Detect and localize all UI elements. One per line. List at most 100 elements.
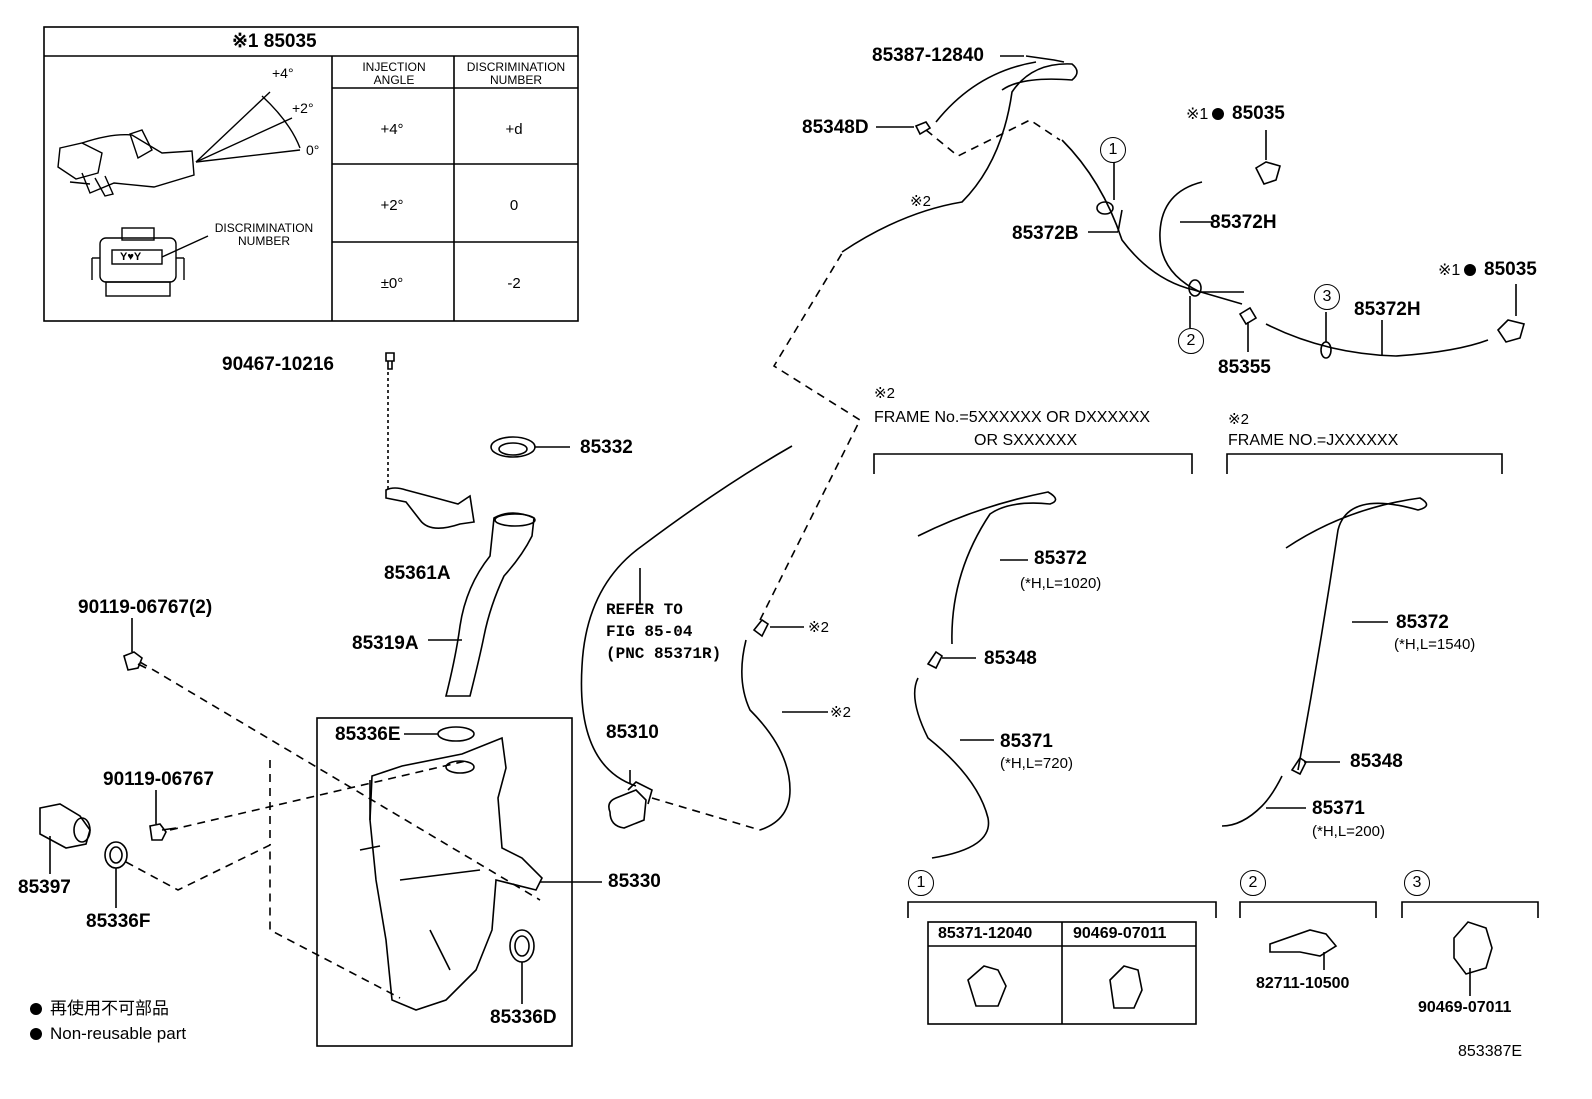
label-85371-12040: 85371-12040: [938, 925, 1033, 942]
circle-marker-3-top: 3: [1314, 284, 1340, 310]
clip-90469-a-shape: [1109, 965, 1143, 1009]
note-ref2-frame-a: ※2: [874, 385, 895, 402]
nonreusable-dot-a: [1212, 108, 1224, 120]
frame-a-line2: OR SXXXXXX: [974, 432, 1078, 449]
joint-85355-shape: [1238, 306, 1258, 326]
inset-title: ※1 85035: [232, 31, 317, 52]
hose-a-85371: [913, 677, 990, 859]
label-85397: 85397: [18, 877, 71, 898]
bracket-frame-b: [1226, 453, 1503, 474]
inset-frame: [43, 26, 579, 322]
note-ref2-b: ※2: [830, 704, 851, 721]
tank-frame: [316, 717, 573, 1047]
label-85336F: 85336F: [86, 911, 151, 932]
note-refer-fig: FIG 85-04: [606, 623, 693, 641]
legend-en: Non-reusable part: [30, 1025, 186, 1042]
frame-a-line1: FRAME No.=5XXXXXX OR DXXXXXX: [874, 409, 1151, 426]
hose-85372H-b-shape: [1265, 323, 1489, 357]
label-85035-a-text: 85035: [1232, 103, 1285, 124]
note-ref2-c: ※2: [910, 193, 931, 210]
len-85372-frame-a: (*H,L=1020): [1020, 575, 1102, 592]
discrimination-label: DISCRIMINATION NUMBER: [214, 221, 314, 248]
screw-90119-shape: [149, 823, 177, 841]
legend-jp: 再使用不可部品: [30, 1000, 169, 1017]
stamp-text: Y♥Y: [120, 251, 142, 263]
note-ref1-b: ※1: [1438, 262, 1461, 279]
cap-85332-shape: [490, 436, 536, 458]
filler-neck-85319A-shape: [444, 512, 535, 697]
clip-90469-b-shape: [1453, 921, 1493, 975]
nonreusable-dot-b: [1464, 264, 1476, 276]
label-90119-06767-2: 90119-06767(2): [78, 597, 213, 618]
note-ref1-a: ※1: [1186, 106, 1209, 123]
label-85372H-b: 85372H: [1354, 299, 1421, 320]
hose-refer-shape: [580, 445, 793, 787]
row1-number: +d: [505, 121, 523, 138]
label-82711-10500: 82711-10500: [1256, 975, 1350, 992]
label-90469-07011-a: 90469-07011: [1073, 925, 1167, 942]
label-85332: 85332: [580, 437, 633, 458]
grommet-85336E-shape: [437, 726, 475, 742]
row2-angle: +2°: [380, 197, 404, 214]
nozzle-85035-b-shape: [1496, 319, 1525, 343]
legend-jp-text: 再使用不可部品: [50, 999, 169, 1018]
bracket-clip-3: [1401, 901, 1539, 918]
legend-en-text: Non-reusable part: [50, 1024, 187, 1043]
hose-upper-a: [841, 63, 1078, 253]
pump-85310-shape: [608, 789, 647, 829]
bracket-clip-2: [1239, 901, 1377, 918]
connector-sketch: [91, 227, 209, 297]
label-85035-b-text: 85035: [1484, 259, 1537, 280]
legend-dot-jp: [30, 1003, 42, 1015]
label-85348-frame-b: 85348: [1350, 751, 1403, 772]
label-85330: 85330: [608, 871, 661, 892]
label-85336D: 85336D: [490, 1007, 557, 1028]
nozzle-sketch: [57, 91, 301, 197]
grommet-85336D-shape: [509, 929, 535, 963]
label-85035-b: 85035: [1464, 260, 1537, 279]
bracket-85361A-shape: [385, 487, 475, 529]
circle-marker-2: 2: [1240, 870, 1266, 896]
bracket-frame-a: [873, 453, 1193, 474]
label-85372B: 85372B: [1012, 223, 1079, 244]
figure-id: 853387E: [1458, 1043, 1523, 1060]
hose-right-shape: [741, 639, 791, 831]
hose-a-85372: [917, 491, 1057, 645]
label-85372H-a: 85372H: [1210, 212, 1277, 233]
label-85371-frame-a: 85371: [1000, 731, 1053, 752]
label-85035-a: 85035: [1212, 104, 1285, 123]
row3-number: -2: [507, 275, 521, 292]
note-refer-to: REFER TO: [606, 601, 683, 619]
label-85348D: 85348D: [802, 117, 869, 138]
note-ref2-a: ※2: [808, 619, 829, 636]
label-85387-12840: 85387-12840: [872, 45, 984, 66]
len-85372-frame-b: (*H,L=1540): [1394, 636, 1476, 653]
hose-85372H-a-shape: [1159, 181, 1244, 293]
len-85371-frame-a: (*H,L=720): [1000, 755, 1073, 772]
header-discrimination-number: DISCRIMINATION NUMBER: [466, 60, 566, 87]
legend-dot-en: [30, 1028, 42, 1040]
header-injection-angle: INJECTION ANGLE: [362, 60, 426, 87]
label-85310: 85310: [606, 722, 659, 743]
label-90467-10216: 90467-10216: [222, 354, 334, 375]
row2-number: 0: [509, 197, 519, 214]
label-85348-frame-a: 85348: [984, 648, 1037, 669]
circle-marker-1-top: 1: [1100, 137, 1126, 163]
note-ref2-frame-b: ※2: [1228, 411, 1249, 428]
hose-b-85371: [1221, 775, 1283, 827]
circle-marker-3: 3: [1404, 870, 1430, 896]
tank-85330-shape: [369, 736, 543, 1011]
label-85336E: 85336E: [335, 724, 401, 745]
label-85372-frame-a: 85372: [1034, 548, 1087, 569]
hose-b-85372: [1285, 497, 1428, 771]
label-85319A: 85319A: [352, 633, 419, 654]
frame-b-line: FRAME NO.=JXXXXXX: [1228, 432, 1399, 449]
grommet-85336F-shape: [104, 841, 128, 869]
circle-marker-1: 1: [908, 870, 934, 896]
circle-marker-2-top: 2: [1178, 328, 1204, 354]
label-90119-06767: 90119-06767: [103, 769, 214, 790]
bolt-90467-shape: [385, 352, 395, 370]
clip-85371-12040-shape: [967, 965, 1007, 1007]
bracket-clip-1: [907, 901, 1217, 918]
len-85371-frame-b: (*H,L=200): [1312, 823, 1385, 840]
